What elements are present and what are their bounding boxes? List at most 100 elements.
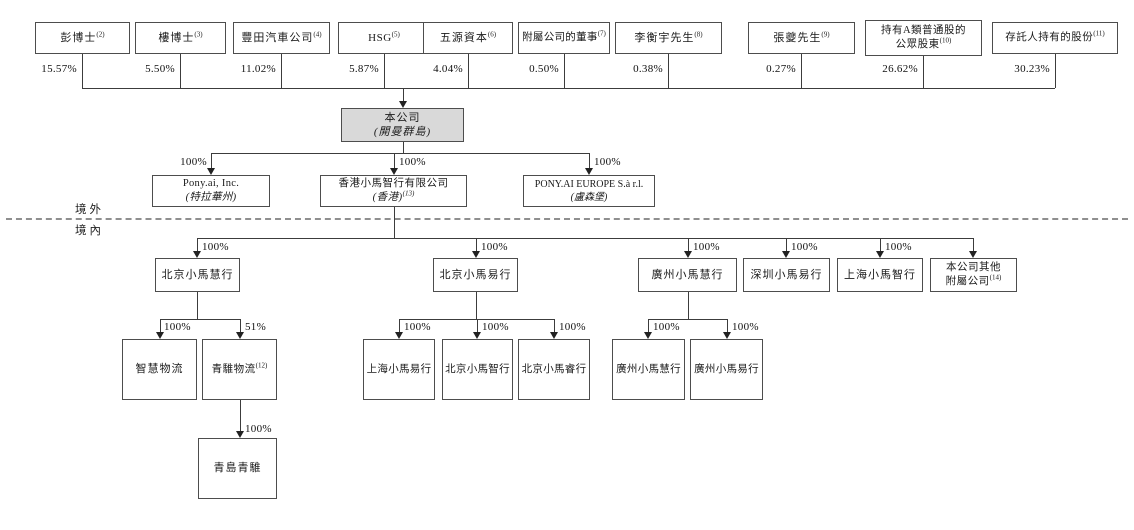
connector-line — [82, 88, 1055, 89]
connector-line — [648, 319, 727, 320]
org-node-label: 豐田汽車公司(4) — [241, 30, 322, 44]
org-node-label: 北京小馬易行 — [439, 268, 512, 281]
ownership-label: 5.50% — [145, 63, 175, 75]
org-node-shanghai-yixing: 上海小馬易行 — [363, 339, 435, 400]
ownership-label: 100% — [245, 423, 272, 435]
org-node-other-subsidiaries: 本公司其他附屬公司(14) — [930, 258, 1017, 292]
org-node-label: 本公司其他 — [946, 262, 1001, 274]
ownership-label: 100% — [594, 156, 621, 168]
region-label-offshore: 境外 — [75, 204, 104, 216]
org-node-ponyai-europe: PONY.AI EUROPE S.à r.l. (盧森堡) — [523, 175, 655, 207]
connector-line — [477, 319, 478, 332]
org-node-label: 青騅物流(12) — [211, 361, 268, 375]
connector-line — [554, 319, 555, 332]
org-node-label: 北京小馬睿行 — [521, 363, 587, 375]
org-node-qingdao-qingzhui: 青島青騅 — [198, 438, 277, 499]
connector-line — [82, 54, 83, 88]
arrow-down-icon — [473, 332, 481, 339]
arrow-down-icon — [156, 332, 164, 339]
org-node-dr-peng: 彭博士(2) — [35, 22, 130, 54]
offshore-onshore-divider — [6, 218, 1128, 220]
org-node-label: 廣州小馬慧行 — [616, 363, 681, 375]
org-node-hsg: HSG(5) — [338, 22, 430, 54]
org-node-label: (特拉華州) — [185, 192, 237, 203]
ownership-label: 100% — [559, 321, 586, 333]
org-node-label: PONY.AI EUROPE S.à r.l. — [534, 179, 644, 190]
connector-line — [973, 238, 974, 251]
connector-line — [399, 319, 554, 320]
ownership-label: 100% — [791, 241, 818, 253]
org-node-depositary-shares: 存託人持有的股份(11) — [992, 22, 1118, 54]
ownership-label: 100% — [164, 321, 191, 333]
connector-line — [180, 54, 181, 88]
connector-line — [648, 319, 649, 332]
connector-line — [727, 319, 728, 332]
org-node-zhihui-logistics: 智慧物流 — [122, 339, 197, 400]
org-node-public-class-a: 持有A類普通股的公眾股東(10) — [865, 20, 982, 56]
org-node-company: 本公司(開曼群島) — [341, 108, 464, 142]
ownership-label: 0.38% — [633, 63, 663, 75]
org-node-qingzhui-logistics: 青騅物流(12) — [202, 339, 277, 400]
org-node-label: 樓博士(3) — [158, 30, 203, 44]
arrow-down-icon — [782, 251, 790, 258]
arrow-down-icon — [472, 251, 480, 258]
connector-line — [923, 56, 924, 88]
ownership-label: 100% — [885, 241, 912, 253]
connector-line — [394, 153, 395, 168]
org-node-label: 北京小馬智行 — [445, 363, 510, 375]
org-node-label: (香港)(13) — [372, 189, 415, 203]
arrow-down-icon — [236, 332, 244, 339]
org-node-guangzhou-yixing: 廣州小馬易行 — [690, 339, 763, 400]
ownership-label: 100% — [399, 156, 426, 168]
connector-line — [688, 292, 689, 319]
org-node-ponyai-inc: Pony.ai, Inc.(特拉華州) — [152, 175, 270, 207]
ownership-label: 0.27% — [766, 63, 796, 75]
ownership-label: 0.50% — [529, 63, 559, 75]
ownership-label: 100% — [482, 321, 509, 333]
org-node-label: (盧森堡) — [570, 192, 608, 203]
org-node-label: 智慧物流 — [135, 363, 184, 376]
ownership-label: 30.23% — [1014, 63, 1050, 75]
org-node-beijing-huixing: 北京小馬慧行 — [155, 258, 240, 292]
org-node-label: 持有A類普通股的 — [880, 25, 967, 37]
connector-line — [384, 54, 385, 88]
org-node-label: 張夔先生(9) — [773, 30, 830, 44]
org-node-label: 深圳小馬易行 — [750, 268, 823, 281]
org-node-label: 附屬公司的董事(7) — [522, 29, 606, 44]
org-node-wuyuan-capital: 五源資本(6) — [423, 22, 513, 54]
org-node-subsidiary-directors: 附屬公司的董事(7) — [518, 22, 610, 54]
ownership-label: 51% — [245, 321, 267, 333]
org-node-label: 附屬公司(14) — [945, 273, 1002, 287]
ownership-label: 100% — [732, 321, 759, 333]
connector-line — [197, 292, 198, 319]
region-label-onshore: 境內 — [75, 225, 104, 237]
org-node-label: 彭博士(2) — [60, 30, 105, 44]
org-node-label: 北京小馬慧行 — [161, 268, 234, 281]
connector-line — [160, 319, 161, 332]
connector-line — [801, 54, 802, 88]
connector-line — [468, 54, 469, 88]
org-node-beijing-ruixing: 北京小馬睿行 — [518, 339, 590, 400]
connector-line — [403, 142, 404, 153]
org-node-label: 香港小馬智行有限公司 — [338, 178, 449, 190]
ownership-label: 4.04% — [433, 63, 463, 75]
ownership-label: 100% — [180, 156, 207, 168]
connector-line — [240, 400, 241, 431]
arrow-down-icon — [644, 332, 652, 339]
arrow-down-icon — [585, 168, 593, 175]
connector-line — [240, 319, 241, 332]
arrow-down-icon — [969, 251, 977, 258]
connector-line — [786, 238, 787, 251]
org-node-label: 五源資本(6) — [439, 30, 497, 44]
org-node-label: 存託人持有的股份(11) — [1005, 29, 1105, 44]
connector-line — [281, 54, 282, 88]
ownership-label: 100% — [202, 241, 229, 253]
connector-line — [211, 153, 212, 168]
org-node-label: 廣州小馬慧行 — [651, 268, 724, 281]
ownership-label: 100% — [693, 241, 720, 253]
connector-line — [564, 54, 565, 88]
arrow-down-icon — [207, 168, 215, 175]
connector-line — [688, 238, 689, 251]
org-node-label: HSG(5) — [368, 30, 400, 44]
